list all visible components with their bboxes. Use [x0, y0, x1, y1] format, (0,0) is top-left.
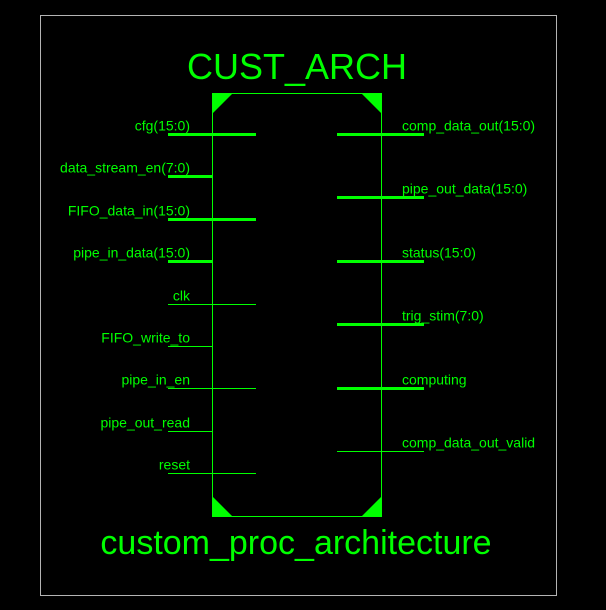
- input-pins: cfg(15:0) data_stream_en(7:0) FIFO_data_in…: [60, 118, 256, 474]
- input-pin-label-clk: clk: [173, 288, 191, 304]
- input-pin-label-cfg-15-0: cfg(15:0): [135, 118, 190, 134]
- output-pin-label-comp-data-out-valid: comp_data_out_valid: [402, 435, 535, 451]
- output-pin-label-status-15-0: status(15:0): [402, 245, 476, 261]
- input-pin-label-pipe-out-read: pipe_out_read: [100, 415, 190, 431]
- input-pin-label-pipe-in-en: pipe_in_en: [121, 372, 190, 388]
- corner-mark-top-right: [361, 93, 382, 114]
- instance-name: custom_proc_architecture: [100, 524, 491, 562]
- input-pin-label-data-stream-en-7-0: data_stream_en(7:0): [60, 160, 190, 176]
- output-pin-label-pipe-out-data-15-0: pipe_out_data(15:0): [402, 181, 527, 197]
- input-pin-label-fifo-data-in-15-0: FIFO_data_in(15:0): [68, 203, 190, 219]
- corner-mark-top-left: [212, 93, 233, 114]
- output-pin-label-comp-data-out-15-0: comp_data_out(15:0): [402, 118, 535, 134]
- input-pin-label-fifo-write-to: FIFO_write_to: [101, 330, 190, 346]
- output-pin-label-trig-stim-7-0: trig_stim(7:0): [402, 308, 484, 324]
- input-pin-label-pipe-in-data-15-0: pipe_in_data(15:0): [73, 245, 190, 261]
- output-pins: comp_data_out(15:0) pipe_out_data(15:0)st…: [337, 118, 535, 452]
- input-pin-label-reset: reset: [159, 457, 190, 473]
- sheet-border: [40, 15, 557, 596]
- corner-mark-bottom-left: [212, 496, 233, 517]
- symbol-title: CUST_ARCH: [187, 46, 407, 87]
- output-pin-label-computing: computing: [402, 372, 467, 388]
- corner-mark-bottom-right: [361, 496, 382, 517]
